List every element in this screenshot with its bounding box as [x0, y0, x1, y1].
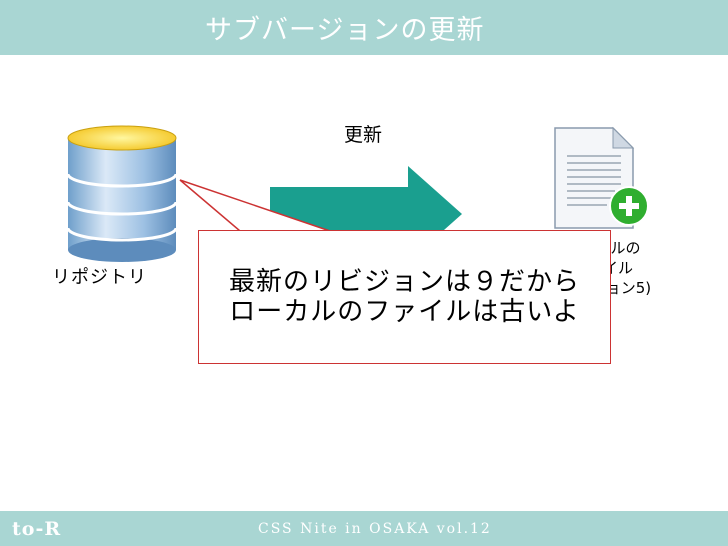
footer-event-name: CSS Nite in OSAKA vol.12 [258, 521, 492, 537]
update-label: 更新 [344, 124, 383, 146]
footer-logo: to-R [12, 518, 62, 540]
document-icon [554, 126, 649, 229]
database-icon [66, 125, 178, 262]
slide-title: サブバージョンの更新 [205, 15, 485, 46]
callout-text: 最新のリビジョンは９だから ローカルのファイルは古いよ [228, 267, 580, 327]
callout-box: 最新のリビジョンは９だから ローカルのファイルは古いよ [198, 230, 611, 364]
plus-icon [609, 186, 649, 226]
repository-label: リポジトリ [52, 267, 147, 288]
footer-band: to-R CSS Nite in OSAKA vol.12 [0, 511, 728, 546]
header-band: サブバージョンの更新 [0, 0, 728, 55]
